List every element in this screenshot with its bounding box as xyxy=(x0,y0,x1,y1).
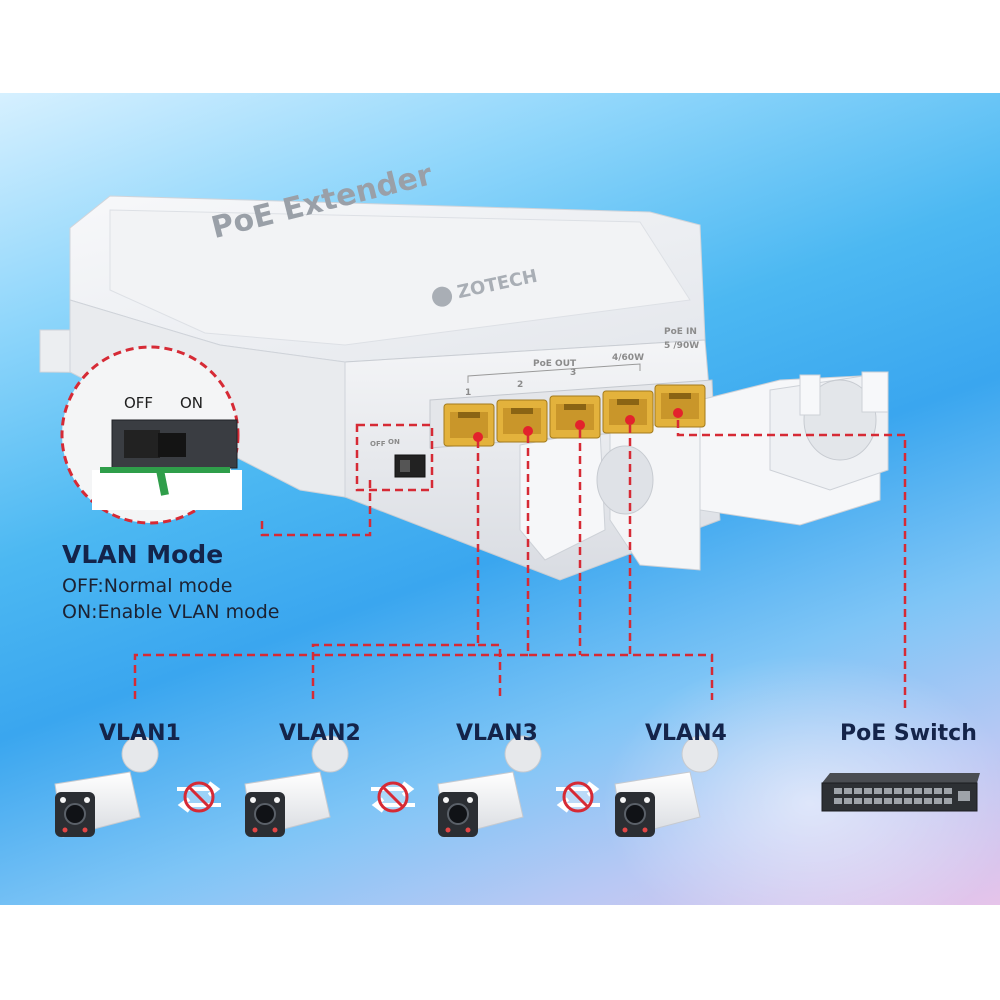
poe-out-label: PoE OUT xyxy=(533,359,577,369)
rj45-port-3 xyxy=(549,395,601,439)
device-dip-switch xyxy=(394,454,426,478)
port-indicator-dots xyxy=(473,408,683,442)
bullet-camera-icon xyxy=(614,735,719,838)
no-communication-icon xyxy=(177,781,221,813)
no-communication-icon xyxy=(556,781,600,813)
port-number-3: 3 xyxy=(570,368,577,378)
zoom-on-label: ON xyxy=(180,394,204,412)
port-number-4: 4/60W xyxy=(612,353,645,363)
vlan-mode-on-desc: ON:Enable VLAN mode xyxy=(62,601,280,623)
rj45-port-2 xyxy=(496,399,548,443)
port-number-1: 1 xyxy=(465,388,472,398)
camera-label-vlan4: VLAN4 xyxy=(645,721,727,746)
port-number-2: 2 xyxy=(517,380,524,390)
vlan-mode-off-desc: OFF:Normal mode xyxy=(62,575,233,597)
bullet-camera-icon xyxy=(437,735,542,838)
poe-extender-device xyxy=(69,195,889,581)
connector-lines xyxy=(133,420,907,710)
camera-label-vlan1: VLAN1 xyxy=(99,721,181,746)
camera-label-vlan3: VLAN3 xyxy=(456,721,538,746)
device-switch-on-label: ON xyxy=(388,438,400,446)
bullet-camera-icon xyxy=(244,735,349,838)
rj45-port-5 xyxy=(654,384,706,428)
device-switch-off-label: OFF xyxy=(370,440,386,448)
no-communication-icon xyxy=(371,781,415,813)
camera-label-vlan2: VLAN2 xyxy=(279,721,361,746)
poe-in-port-number: 5 /90W xyxy=(664,341,700,351)
rj45-port-4 xyxy=(602,390,654,434)
poe-in-label: PoE IN xyxy=(664,327,697,337)
vlan-mode-title: VLAN Mode xyxy=(62,540,224,569)
poe-switch-label: PoE Switch xyxy=(840,721,977,746)
network-switch-icon xyxy=(821,773,980,812)
zoom-callout xyxy=(60,345,242,525)
cable-clip xyxy=(519,371,889,571)
bullet-camera-icon xyxy=(54,735,159,838)
zoom-off-label: OFF xyxy=(124,394,154,412)
rj45-port-1 xyxy=(443,403,495,447)
brand-logo-icon xyxy=(430,284,454,309)
